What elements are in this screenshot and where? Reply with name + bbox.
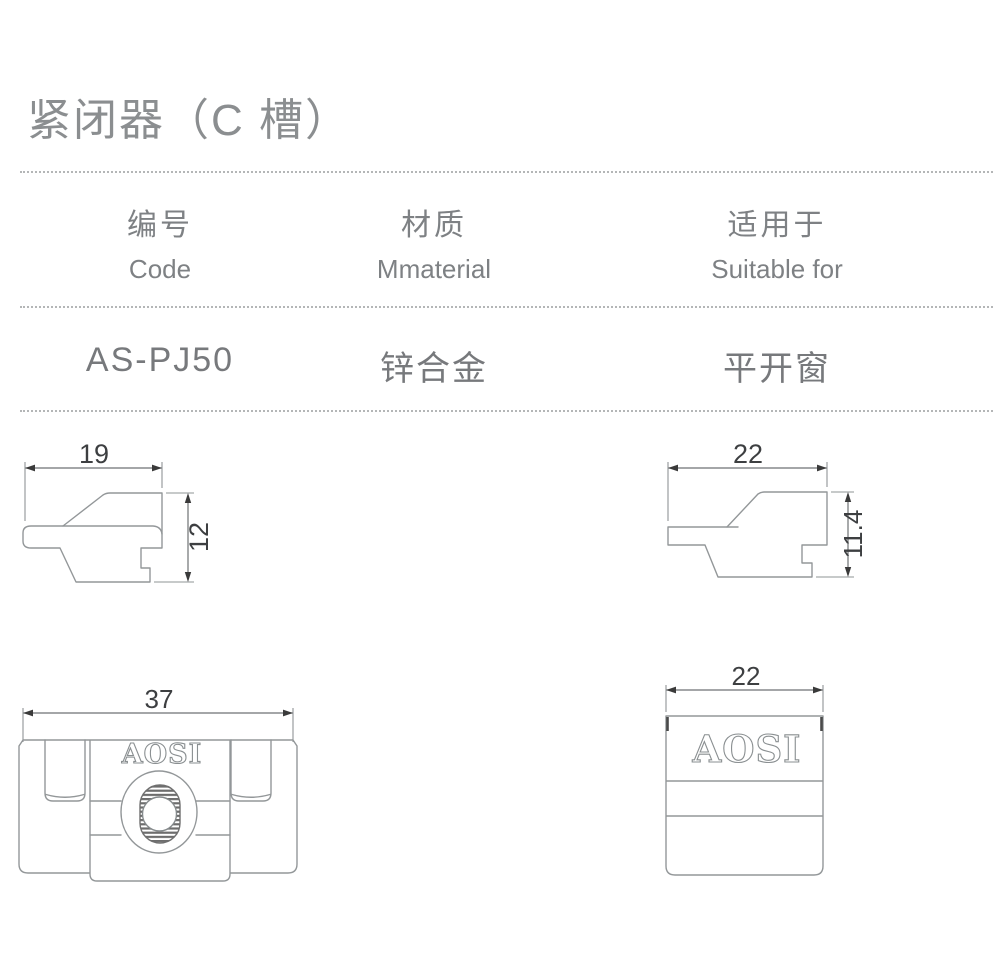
arrow-down-icon bbox=[844, 567, 852, 577]
arrow-left-icon bbox=[23, 709, 33, 717]
divider-bottom bbox=[20, 410, 993, 412]
front-view-outline bbox=[665, 715, 824, 876]
column-header-suitable-en: Suitable for bbox=[711, 254, 843, 284]
front-view-width-dim: 22 bbox=[732, 661, 761, 691]
technical-drawings: 19 12 22 11.4 bbox=[18, 439, 868, 882]
arrow-left-icon bbox=[25, 464, 35, 472]
value-material: 锌合金 bbox=[380, 350, 488, 388]
page-title: 紧闭器（C 槽） bbox=[27, 96, 351, 146]
value-suitable-for: 平开窗 bbox=[723, 350, 831, 388]
column-header-material-en: Mmaterial bbox=[376, 254, 492, 284]
arrow-right-icon bbox=[152, 464, 162, 472]
side-view-large-outline bbox=[667, 491, 828, 578]
top-view-boss-ring bbox=[120, 770, 198, 854]
side-view-small-height-dim: 12 bbox=[184, 522, 214, 552]
side-view-small-width-dim: 19 bbox=[79, 439, 109, 469]
divider-top bbox=[20, 171, 993, 173]
arrow-up-icon bbox=[184, 493, 192, 503]
top-view: 37 AOSI bbox=[18, 684, 298, 882]
divider-middle bbox=[20, 306, 993, 308]
top-view-outline bbox=[18, 739, 298, 882]
front-view-brand-logo: AOSI bbox=[692, 727, 802, 771]
top-view-screw-hole bbox=[141, 796, 178, 832]
column-header-material-cn: 材质 bbox=[400, 209, 467, 242]
arrow-right-icon bbox=[283, 709, 293, 717]
side-view-small-outline bbox=[22, 492, 163, 583]
value-code: AS-PJ50 bbox=[85, 341, 235, 379]
top-view-brand-logo: AOSI bbox=[121, 739, 203, 770]
arrow-left-icon bbox=[668, 464, 678, 472]
column-header-code: 编号 Code bbox=[127, 200, 193, 285]
arrow-right-icon bbox=[817, 464, 827, 472]
column-header-suitable: 适用于 Suitable for bbox=[711, 200, 843, 285]
side-view-small: 19 12 bbox=[22, 439, 214, 583]
front-view: 22 AOSI bbox=[665, 661, 824, 876]
arrow-left-icon bbox=[666, 686, 676, 694]
column-header-suitable-cn: 适用于 bbox=[727, 209, 827, 242]
column-header-material: 材质 Mmaterial bbox=[377, 200, 491, 285]
arrow-down-icon bbox=[184, 572, 192, 582]
column-header-code-cn: 编号 bbox=[127, 209, 193, 242]
arrow-right-icon bbox=[813, 686, 823, 694]
side-view-large-height-dim: 11.4 bbox=[838, 510, 868, 559]
top-view-width-dim: 37 bbox=[145, 684, 174, 714]
side-view-large-width-dim: 22 bbox=[733, 439, 763, 469]
column-header-code-en: Code bbox=[128, 254, 192, 284]
side-view-large: 22 11.4 bbox=[667, 439, 868, 578]
arrow-up-icon bbox=[844, 492, 852, 502]
